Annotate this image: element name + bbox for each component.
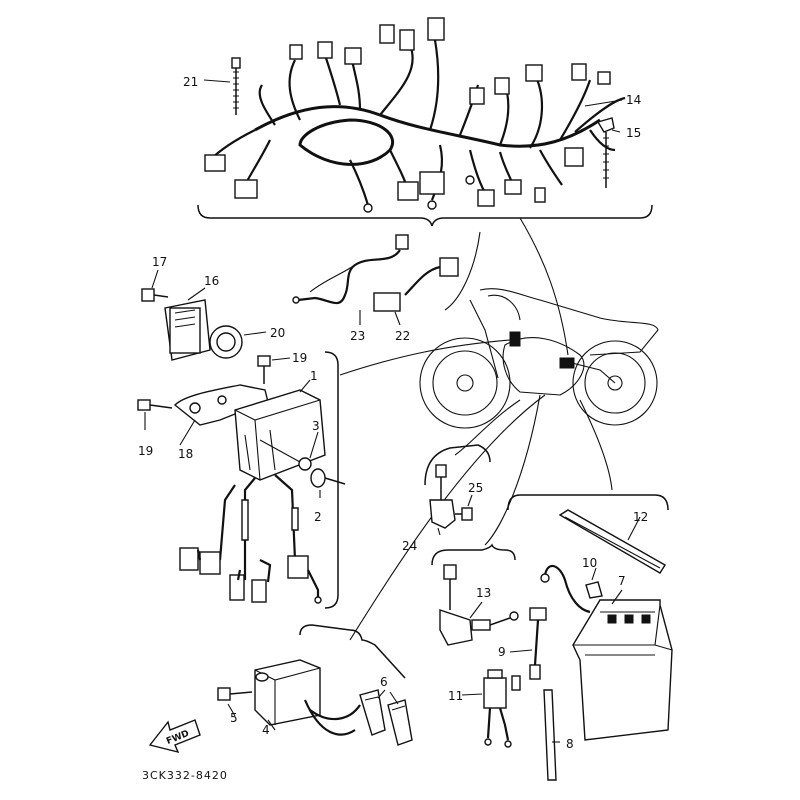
cable-tie-15 [596, 117, 621, 188]
bolt-5 [217, 687, 253, 717]
label-25: 25 [468, 481, 483, 495]
label-16: 16 [204, 274, 219, 288]
cable-tie-21 [203, 57, 241, 115]
label-12: 12 [633, 510, 648, 524]
label-4: 4 [262, 723, 270, 737]
bolt-19-upper [257, 355, 291, 384]
wire-harness [204, 17, 626, 213]
callout-1 [339, 339, 511, 376]
label-17: 17 [152, 255, 167, 269]
rectifier-16 [164, 287, 211, 361]
label-6: 6 [380, 675, 388, 689]
band-12 [558, 509, 666, 574]
plug-caps-6 [359, 689, 413, 746]
label-15: 15 [626, 126, 641, 140]
harness-bracket [197, 204, 653, 227]
label-1: 1 [310, 369, 318, 383]
callout-battery [579, 399, 613, 491]
label-13: 13 [476, 586, 491, 600]
lead-22 [373, 257, 459, 312]
bolt-17 [141, 269, 169, 302]
sensor-24 [429, 464, 456, 536]
fuse-9 [509, 607, 547, 680]
battery-7 [572, 589, 673, 741]
label-9: 9 [498, 645, 506, 659]
coil-bracket [299, 624, 406, 679]
clamp-20 [209, 325, 267, 359]
cdi-unit-1 [179, 379, 326, 604]
label-19-lower: 19 [138, 444, 153, 458]
drawing-code: 3CK332-8420 [142, 769, 228, 782]
label-8: 8 [566, 737, 574, 751]
bolt-19-lower [137, 399, 173, 430]
forward-arrow-icon [148, 719, 201, 754]
screw-25 [455, 494, 473, 521]
leader-14 [584, 99, 623, 107]
label-24: 24 [402, 539, 417, 553]
label-20: 20 [270, 326, 285, 340]
battery-bracket [507, 494, 669, 511]
label-18: 18 [178, 447, 193, 461]
label-22: 22 [395, 329, 410, 343]
ignition-coil-4 [254, 659, 361, 736]
tube-8 [543, 689, 560, 781]
screw-2 [310, 468, 346, 498]
washer-3 [259, 431, 319, 471]
callout-13 [484, 394, 541, 546]
switch-13 [439, 564, 519, 646]
label-3: 3 [312, 419, 320, 433]
label-7: 7 [618, 574, 626, 588]
label-2: 2 [314, 510, 322, 524]
label-19-upper: 19 [292, 351, 307, 365]
motorcycle-outline [419, 288, 659, 429]
leader-22 [394, 311, 401, 326]
cdi-bracket [324, 351, 339, 609]
switch-bracket [431, 543, 516, 566]
label-5: 5 [230, 711, 238, 725]
callout-24 [454, 399, 521, 456]
callout-harness [519, 217, 569, 356]
lead-23 [292, 234, 409, 305]
label-21: 21 [183, 75, 198, 89]
label-10: 10 [582, 556, 597, 570]
callout-22-23 [444, 231, 481, 311]
label-14: 14 [626, 93, 641, 107]
switch-11 [461, 669, 521, 748]
label-23: 23 [350, 329, 365, 343]
sensor-bracket [424, 444, 491, 486]
lead-10 [540, 564, 603, 614]
label-11: 11 [448, 689, 463, 703]
